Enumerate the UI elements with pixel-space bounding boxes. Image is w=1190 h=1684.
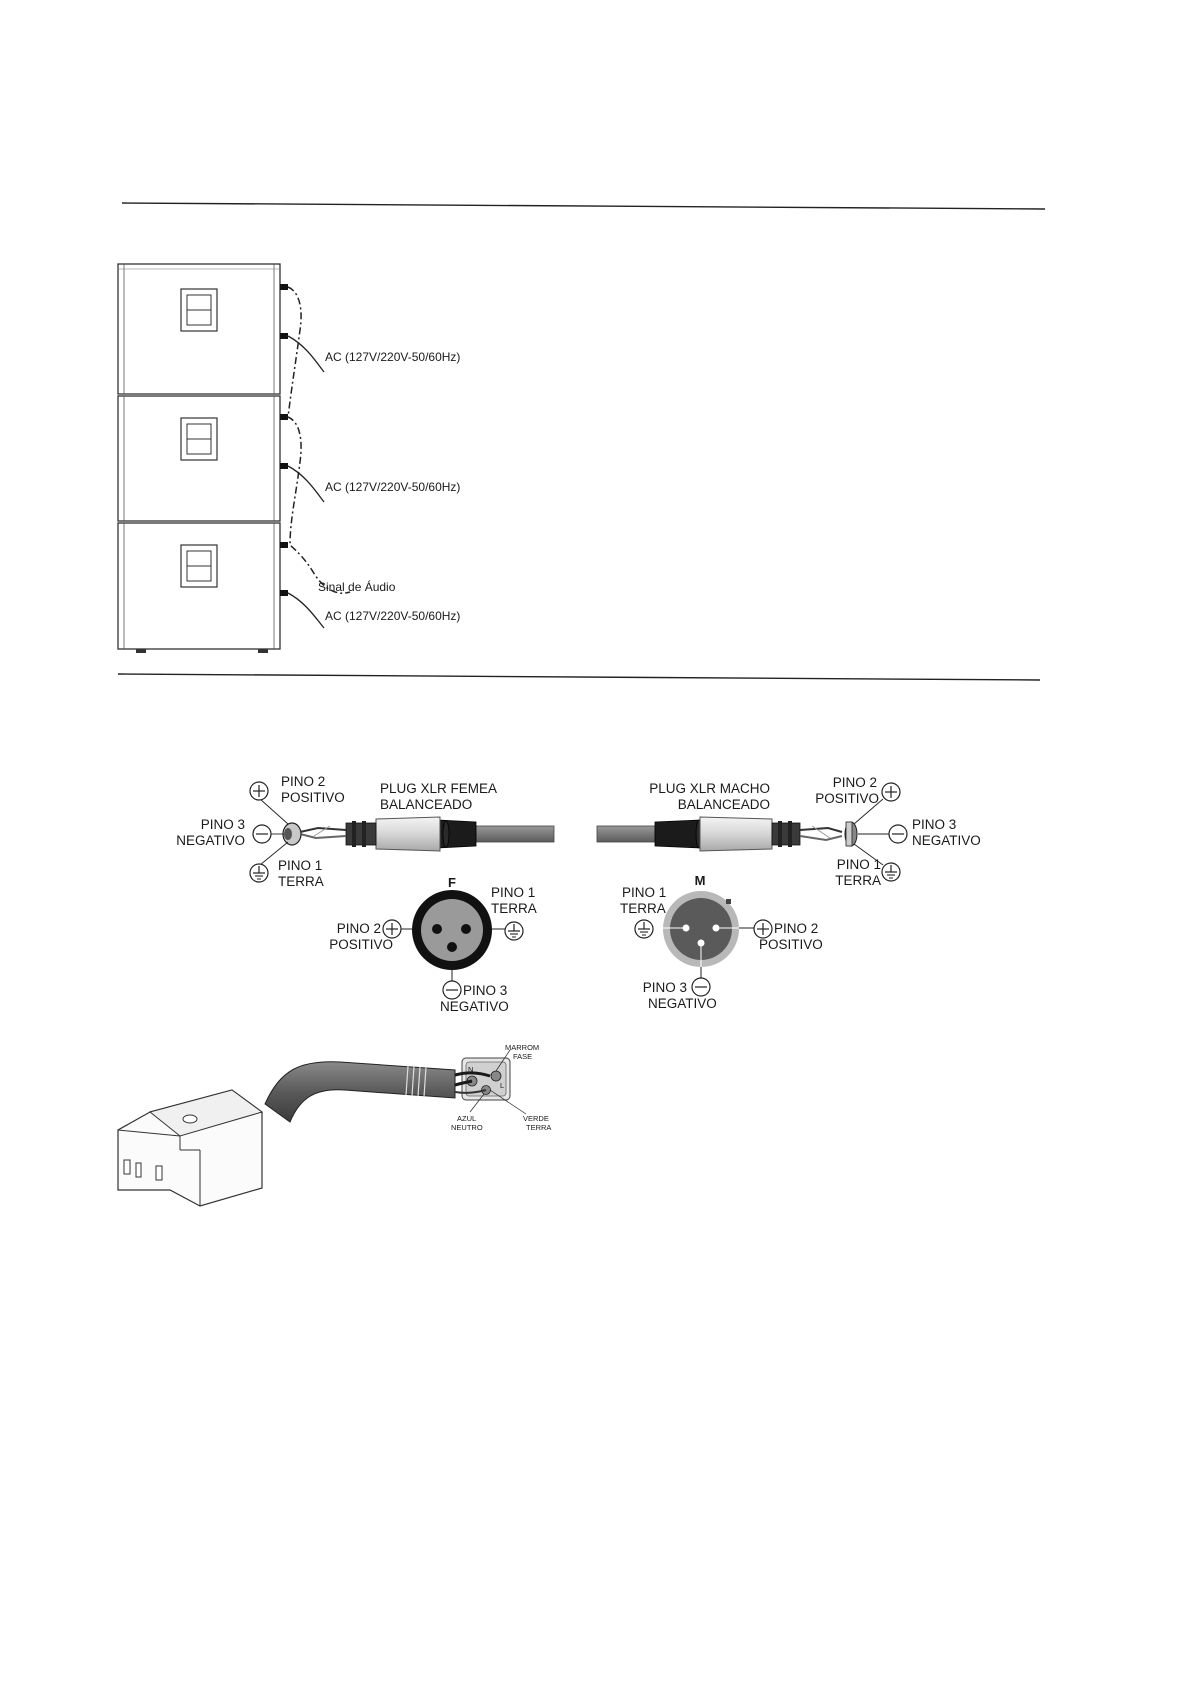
xlr-female-face: F PINO 2 POSITIVO PINO 1 TERRA PINO 3 [329,875,537,1014]
female-letter: F [448,875,456,890]
female-plug-subtitle: BALANCEADO [380,797,472,812]
ground-icon [504,921,524,941]
audio-signal-label: Sinal de Áudio [318,579,396,594]
minus-icon [442,980,462,1000]
ac-cable-middle [287,465,325,503]
plus-icon [881,782,901,802]
male-face-pin1-role: TERRA [620,901,666,916]
speaker-cabinet-top [117,263,288,395]
plus-icon [753,919,773,939]
iec-connector [117,1089,264,1207]
ac-label-middle: AC (127V/220V-50/60Hz) [325,480,460,494]
female-pin2-role: POSITIVO [281,790,345,805]
female-face-pin1-name: PINO 1 [491,885,535,900]
terminal-n-label: N [468,1065,473,1074]
ground-icon [634,919,654,939]
power-cable: N L MARROM FASE AZUL NEUTRO VERDE TERRA [117,1043,551,1207]
male-face-pin3-role: NEGATIVO [648,996,717,1011]
ac-label-top: AC (127V/220V-50/60Hz) [325,350,460,364]
male-plug-subtitle: BALANCEADO [678,797,770,812]
female-face-pin3-role: NEGATIVO [440,999,509,1014]
female-face-pin2-name: PINO 2 [337,921,381,936]
male-letter: M [695,873,706,888]
speaker-handle-icon [180,544,218,588]
female-face-pin2-role: POSITIVO [329,937,393,952]
female-plug-title: PLUG XLR FEMEA [380,781,497,796]
speaker-handle-icon [180,417,218,461]
ground-icon [881,862,901,882]
female-pin3-role: NEGATIVO [176,833,245,848]
brown-wire-color: MARROM [505,1043,539,1052]
power-terminal-block: N L [454,1049,527,1115]
brown-wire-role: FASE [513,1052,532,1061]
audio-signal-cable [287,286,351,594]
female-pin3-name: PINO 3 [201,817,245,832]
blue-wire-color: AZUL [457,1114,476,1123]
female-pin1-role: TERRA [278,874,324,889]
female-pin1-name: PINO 1 [278,858,322,873]
xlr-male-face: M PINO 1 TERRA PINO 2 PO [620,873,823,1011]
male-face-pin2-role: POSITIVO [759,937,823,952]
minus-icon [888,824,908,844]
middle-divider [117,673,1041,681]
xlr-male-cable: PINO 2 POSITIVO PINO 3 NEGATIVO PINO 1 T… [596,775,981,888]
female-face-pin3-name: PINO 3 [463,983,507,998]
female-face-pin1-role: TERRA [491,901,537,916]
top-divider [121,202,1046,210]
male-face-pin1-name: PINO 1 [622,885,666,900]
minus-icon [691,977,711,997]
male-pin2-role: POSITIVO [815,791,879,806]
ac-cable-top [287,335,325,373]
green-wire-role: TERRA [526,1123,551,1132]
male-pin3-name: PINO 3 [912,817,956,832]
male-pin3-role: NEGATIVO [912,833,981,848]
green-wire-color: VERDE [523,1114,549,1123]
male-face-pin3-name: PINO 3 [643,980,687,995]
blue-wire-role: NEUTRO [451,1123,483,1132]
xlr-female-cable: PINO 2 POSITIVO PINO 3 NEGATIVO PINO 1 T… [176,774,555,889]
male-plug-title: PLUG XLR MACHO [649,781,770,796]
ac-label-bottom: AC (127V/220V-50/60Hz) [325,609,460,623]
speaker-handle-icon [180,288,218,332]
plus-icon [382,919,402,939]
male-pin2-name: PINO 2 [833,775,877,790]
female-pin2-name: PINO 2 [281,774,325,789]
plus-icon [249,781,269,801]
male-face-pin2-name: PINO 2 [774,921,818,936]
speaker-cabinet-middle [117,395,288,522]
male-pin1-name: PINO 1 [837,857,881,872]
ac-cable-bottom [287,592,325,629]
ground-icon [249,863,269,883]
speaker-cabinet-bottom [117,522,288,653]
terminal-l-label: L [500,1081,504,1090]
speaker-stack: AC (127V/220V-50/60Hz) AC (127V/220V-50/… [117,263,460,653]
minus-icon [252,824,272,844]
male-pin1-role: TERRA [835,873,881,888]
